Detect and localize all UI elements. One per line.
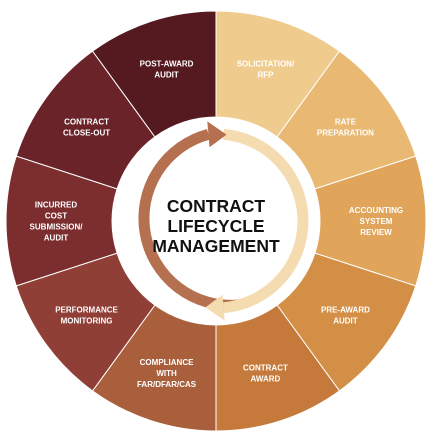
- cycle-arrow-head-bottom: [205, 294, 225, 321]
- segment-label-4-line-2: AUDIT: [333, 317, 358, 326]
- segment-label-7-line-2: MONITORING: [61, 317, 113, 326]
- cycle-arrow-left-arc: [138, 129, 239, 311]
- cycle-arrows: [138, 121, 309, 321]
- segment-label-4-line-1: PRE-AWARD: [321, 306, 370, 315]
- segment-label-6: COMPLIANCE WITH FAR/DFAR/CAS: [137, 358, 197, 389]
- center-title: CONTRACT LIFECYCLE MANAGEMENT: [152, 196, 280, 256]
- segment-label-10-line-1: POST-AWARD: [140, 59, 194, 68]
- segment-label-4: PRE-AWARD AUDIT: [321, 306, 370, 326]
- cycle-arrow-right-arc: [223, 128, 309, 314]
- segment-label-6-line-1: COMPLIANCE: [140, 358, 194, 367]
- segment-label-8-line-3: SUBMISSION/: [30, 223, 84, 232]
- segment-label-10: POST-AWARD AUDIT: [140, 59, 194, 79]
- segment-label-3: ACCOUNTING SYSTEM REVIEW: [349, 206, 403, 237]
- segment-label-8-line-1: INCURRED: [35, 201, 77, 210]
- segment-label-8: INCURRED COST SUBMISSION/AUDIT: [30, 201, 84, 243]
- segment-label-7-line-1: PERFORMANCE: [55, 306, 118, 315]
- segment-label-5-line-2: AWARD: [251, 375, 281, 384]
- segment-label-7: PERFORMANCE MONITORING: [55, 306, 118, 326]
- segment-label-6-line-3: FAR/DFAR/CAS: [137, 380, 197, 389]
- segment-label-1-line-1: SOLICITATION/: [237, 59, 295, 68]
- segment-label-1-line-2: RFP: [257, 70, 274, 79]
- segment-label-3-line-2: SYSTEM: [360, 217, 393, 226]
- segment-label-9-line-1: CONTRACT: [64, 117, 109, 126]
- segment-label-10-line-2: AUDIT: [154, 70, 179, 79]
- segment-label-5-line-1: CONTRACT: [243, 364, 288, 373]
- cycle-arrow-head-top: [207, 121, 227, 148]
- segment-label-8-line-4: AUDIT: [44, 234, 69, 243]
- segment-label-2: RATE PREPARATION: [317, 117, 374, 137]
- segment-label-9: CONTRACT CLOSE-OUT: [63, 117, 110, 137]
- segment-label-8-line-2: COST: [45, 212, 67, 221]
- segment-label-3-line-3: REVIEW: [360, 228, 392, 237]
- segment-labels: SOLICITATION/RFP RATE PREPARATION ACCOUNTIN…: [30, 59, 404, 389]
- segment-label-9-line-2: CLOSE-OUT: [63, 128, 110, 137]
- segment-label-1: SOLICITATION/RFP: [237, 59, 295, 79]
- lifecycle-ring: [5, 10, 427, 432]
- center-title-line-1: CONTRACT: [167, 196, 265, 216]
- segment-label-6-line-2: WITH: [156, 369, 177, 378]
- segment-label-2-line-1: RATE: [335, 117, 357, 126]
- segment-label-5: CONTRACT AWARD: [243, 364, 288, 384]
- segment-label-2-line-2: PREPARATION: [317, 128, 374, 137]
- center-title-line-2: LIFECYCLE: [167, 216, 264, 236]
- center-title-line-3: MANAGEMENT: [152, 236, 280, 256]
- segment-label-3-line-1: ACCOUNTING: [349, 206, 403, 215]
